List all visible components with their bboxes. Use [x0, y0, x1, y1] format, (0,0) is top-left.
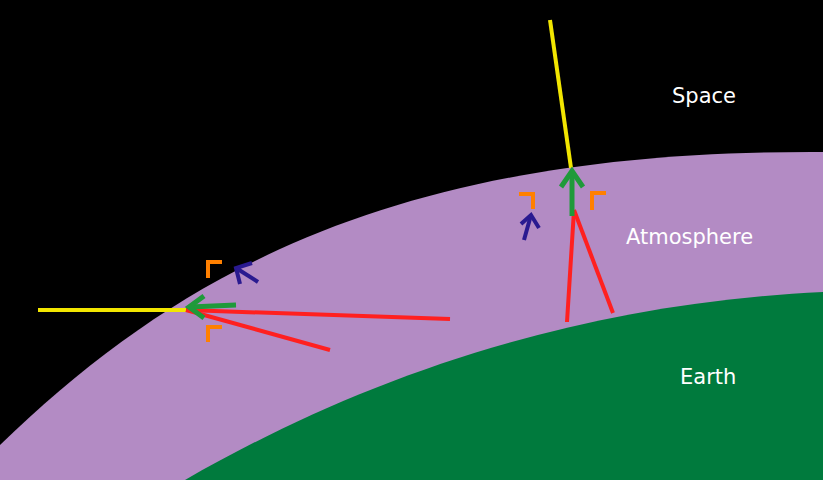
orange-chevron — [592, 193, 606, 210]
green-arrowhead — [189, 296, 204, 318]
yellow-ray — [550, 20, 571, 168]
region-label: Space — [672, 84, 736, 109]
red-ray — [186, 310, 330, 350]
region-label: Earth — [680, 365, 736, 390]
green-arrow — [570, 173, 575, 216]
right-ray-group — [519, 20, 613, 322]
green-arrow — [190, 305, 236, 307]
atmosphere-band — [0, 152, 823, 480]
red-ray — [186, 310, 450, 319]
red-ray — [574, 210, 613, 313]
region-label: Atmosphere — [626, 225, 753, 250]
blue-chevron — [524, 215, 531, 240]
green-arrowhead — [561, 171, 583, 187]
orange-chevron — [519, 194, 533, 209]
earth-surface — [185, 292, 823, 480]
red-ray — [567, 210, 574, 322]
blue-chevron — [236, 268, 258, 282]
orange-chevron — [208, 262, 222, 278]
left-ray-group — [38, 262, 450, 350]
yellow-ray — [38, 308, 186, 312]
orange-chevron — [208, 327, 222, 342]
